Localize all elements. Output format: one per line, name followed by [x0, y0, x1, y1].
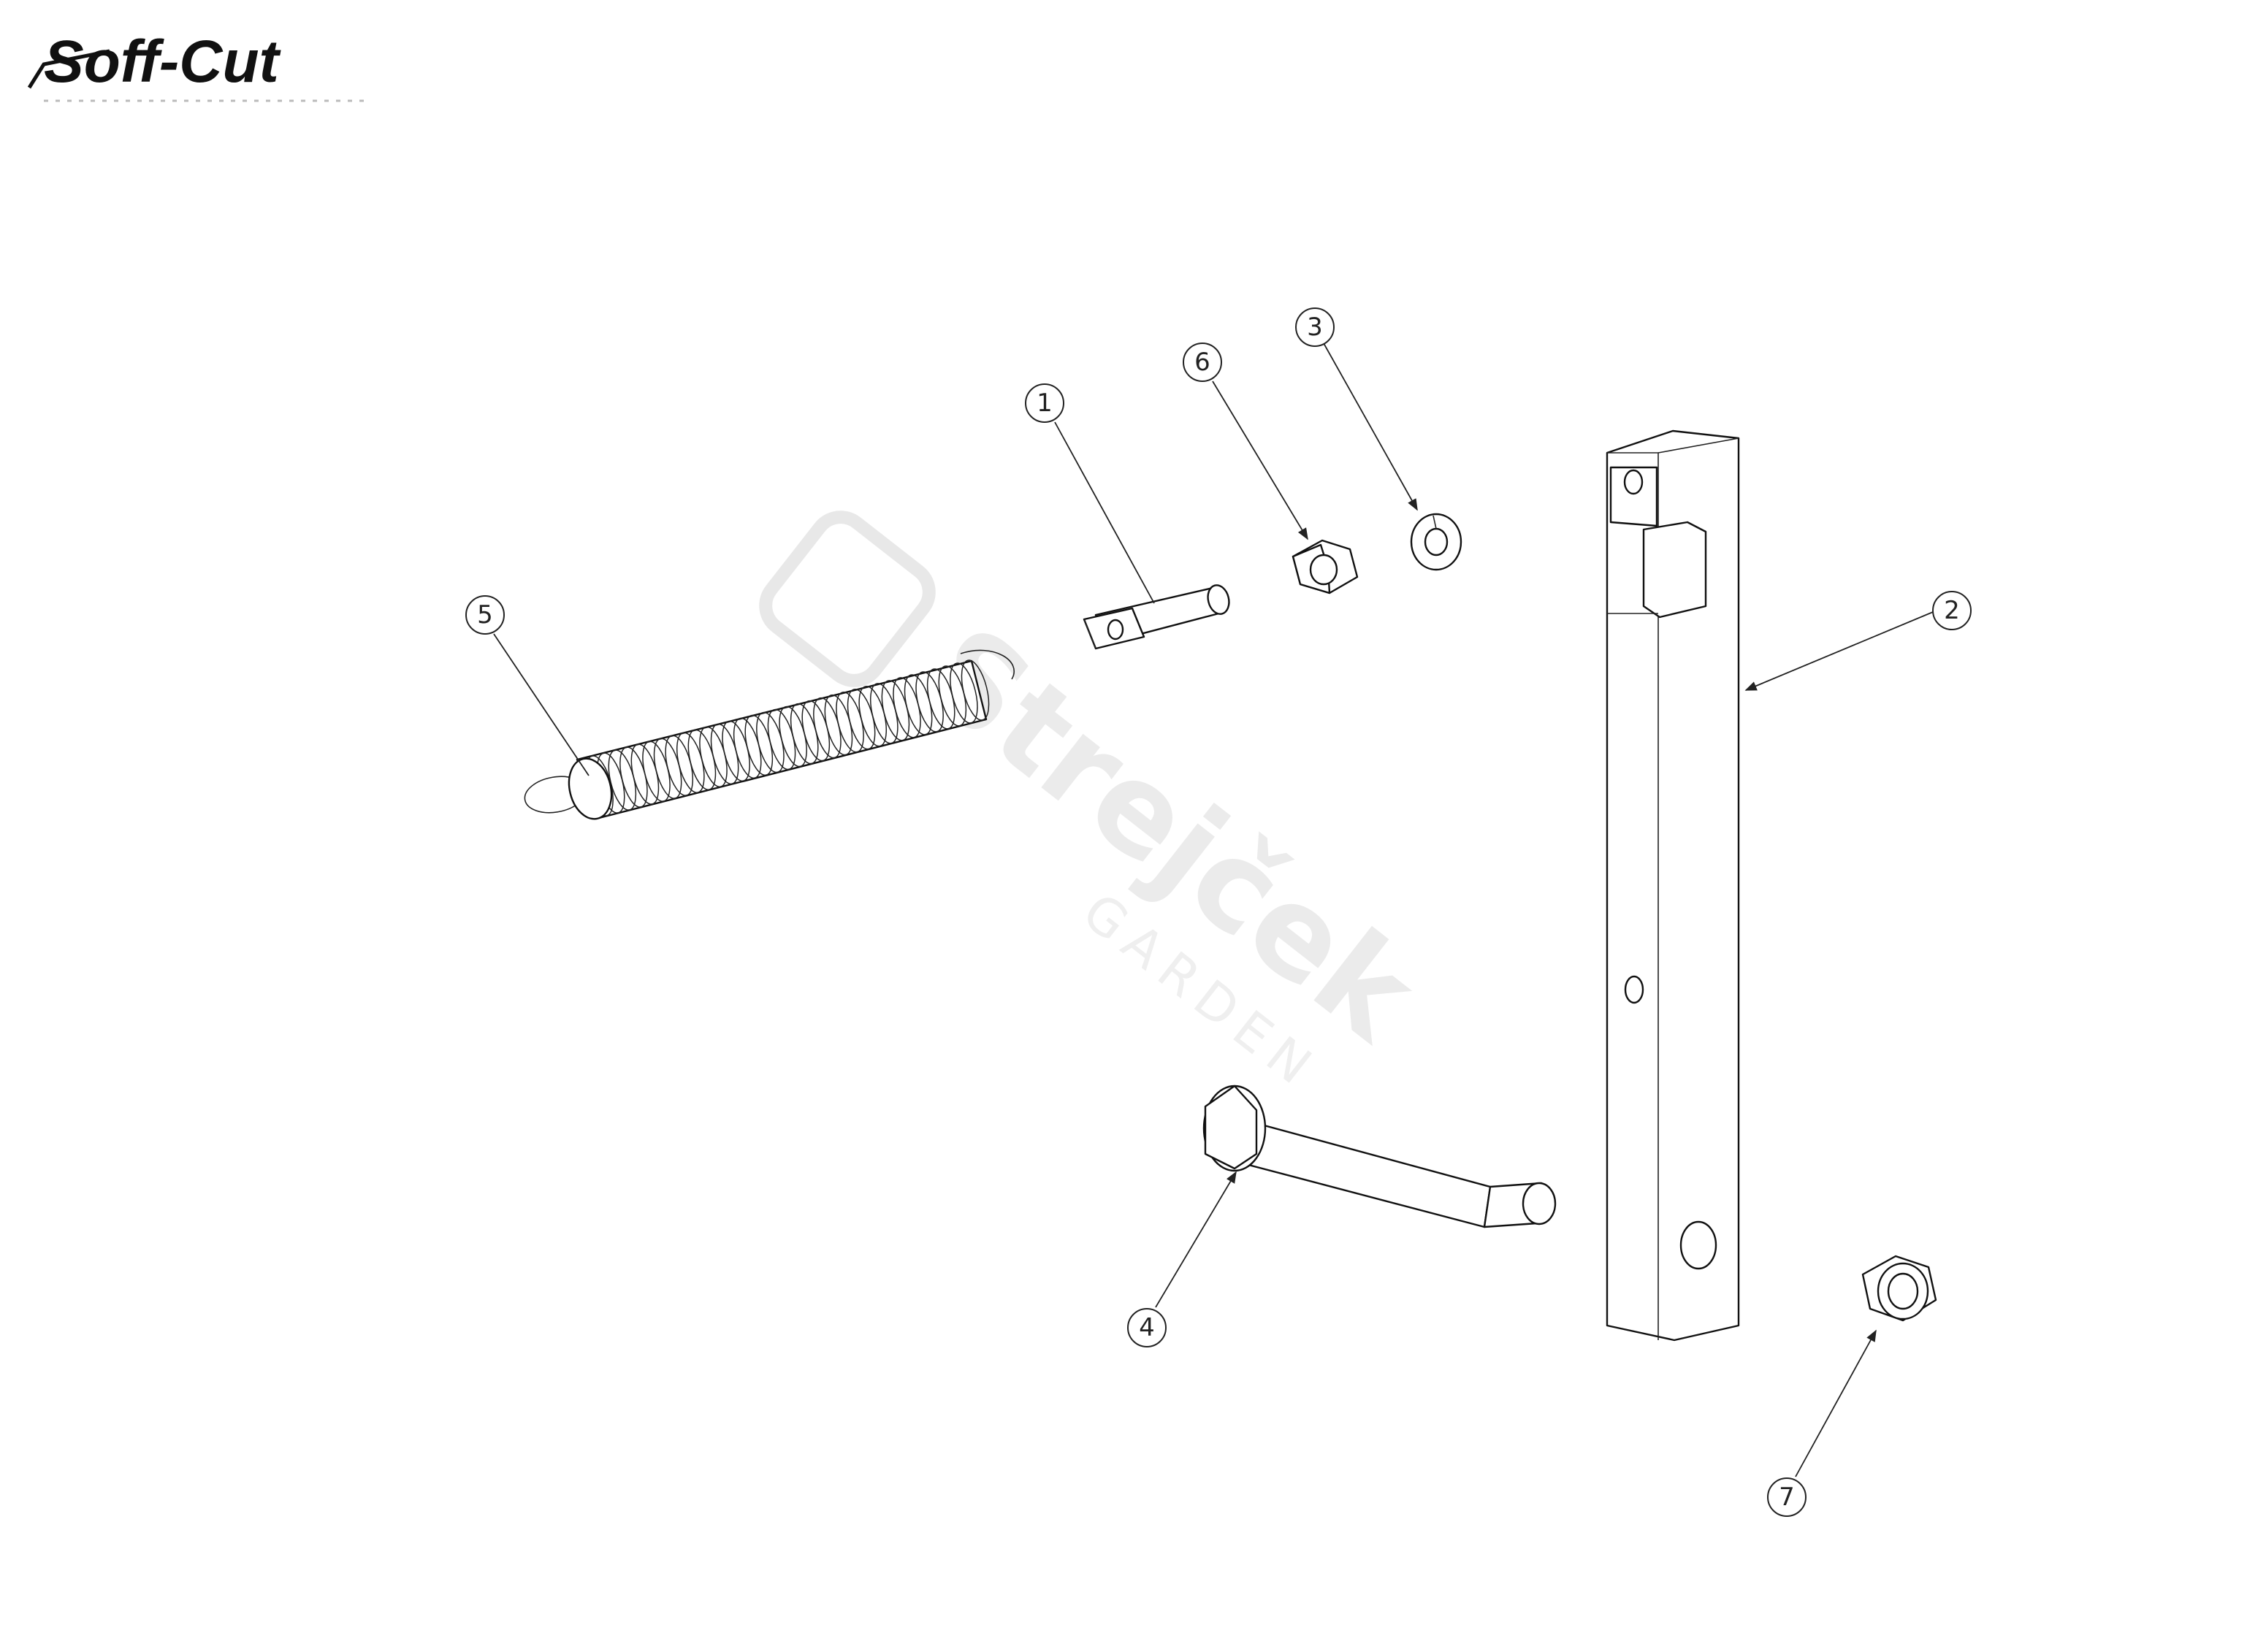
callout-7: 7 [1767, 1329, 1877, 1517]
watermark-logo-icon [759, 510, 936, 687]
spring-coil [961, 659, 990, 721]
callout-3-label: 3 [1307, 313, 1323, 342]
callout-1: 1 [1025, 383, 1155, 604]
shoulder-bolt-part [1202, 1085, 1557, 1228]
spring-part [524, 649, 1015, 820]
callout-5-label: 5 [477, 600, 493, 630]
callout-4: 4 [1127, 1171, 1237, 1347]
callout-6-label: 6 [1194, 348, 1210, 377]
callout-2-label: 2 [1944, 596, 1960, 625]
callout-7-label: 7 [1779, 1483, 1795, 1512]
lock-nut-part [1861, 1255, 1937, 1322]
callout-6: 6 [1183, 343, 1308, 540]
callout-4-label: 4 [1139, 1313, 1155, 1342]
callout-5: 5 [465, 595, 590, 776]
brand-logo-text: Soff-Cut [44, 28, 282, 95]
callout-3: 3 [1295, 307, 1418, 511]
arm-part [1606, 429, 1740, 1342]
lock-washer-part [1410, 513, 1462, 571]
hex-nut-part [1292, 539, 1359, 594]
pin-part [1083, 584, 1230, 650]
callout-1-label: 1 [1037, 389, 1053, 418]
brand-logo: Soff-Cut [27, 28, 365, 102]
callout-2: 2 [1744, 591, 1972, 691]
logo-swoosh [27, 49, 110, 89]
spring-coil [950, 662, 978, 724]
